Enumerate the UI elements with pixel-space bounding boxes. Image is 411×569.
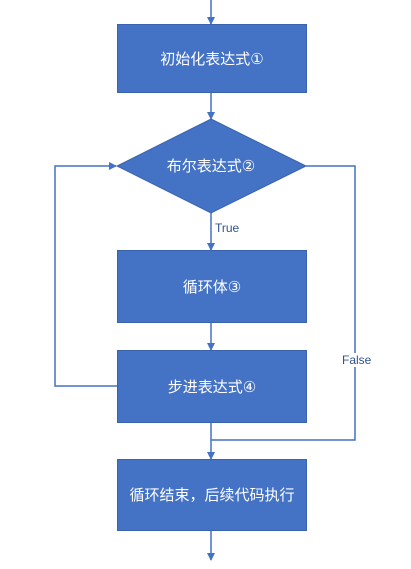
condition-text: 布尔表达式② <box>166 157 256 175</box>
body-box: 循环体③ <box>117 250 307 323</box>
true-label: True <box>215 221 240 235</box>
init-box: 初始化表达式① <box>117 24 307 93</box>
body-text: 循环体③ <box>182 277 242 296</box>
step-text: 步进表达式④ <box>167 377 257 396</box>
end-text: 循环结束，后续代码执行 <box>129 486 295 504</box>
step-box: 步进表达式④ <box>117 350 307 423</box>
end-box: 循环结束，后续代码执行 <box>117 459 307 531</box>
condition-diamond <box>115 118 308 214</box>
init-text: 初始化表达式① <box>160 49 264 68</box>
arrow-condition-false <box>211 165 356 441</box>
arrow-step-loop-back <box>54 162 117 387</box>
false-label: False <box>341 353 373 367</box>
